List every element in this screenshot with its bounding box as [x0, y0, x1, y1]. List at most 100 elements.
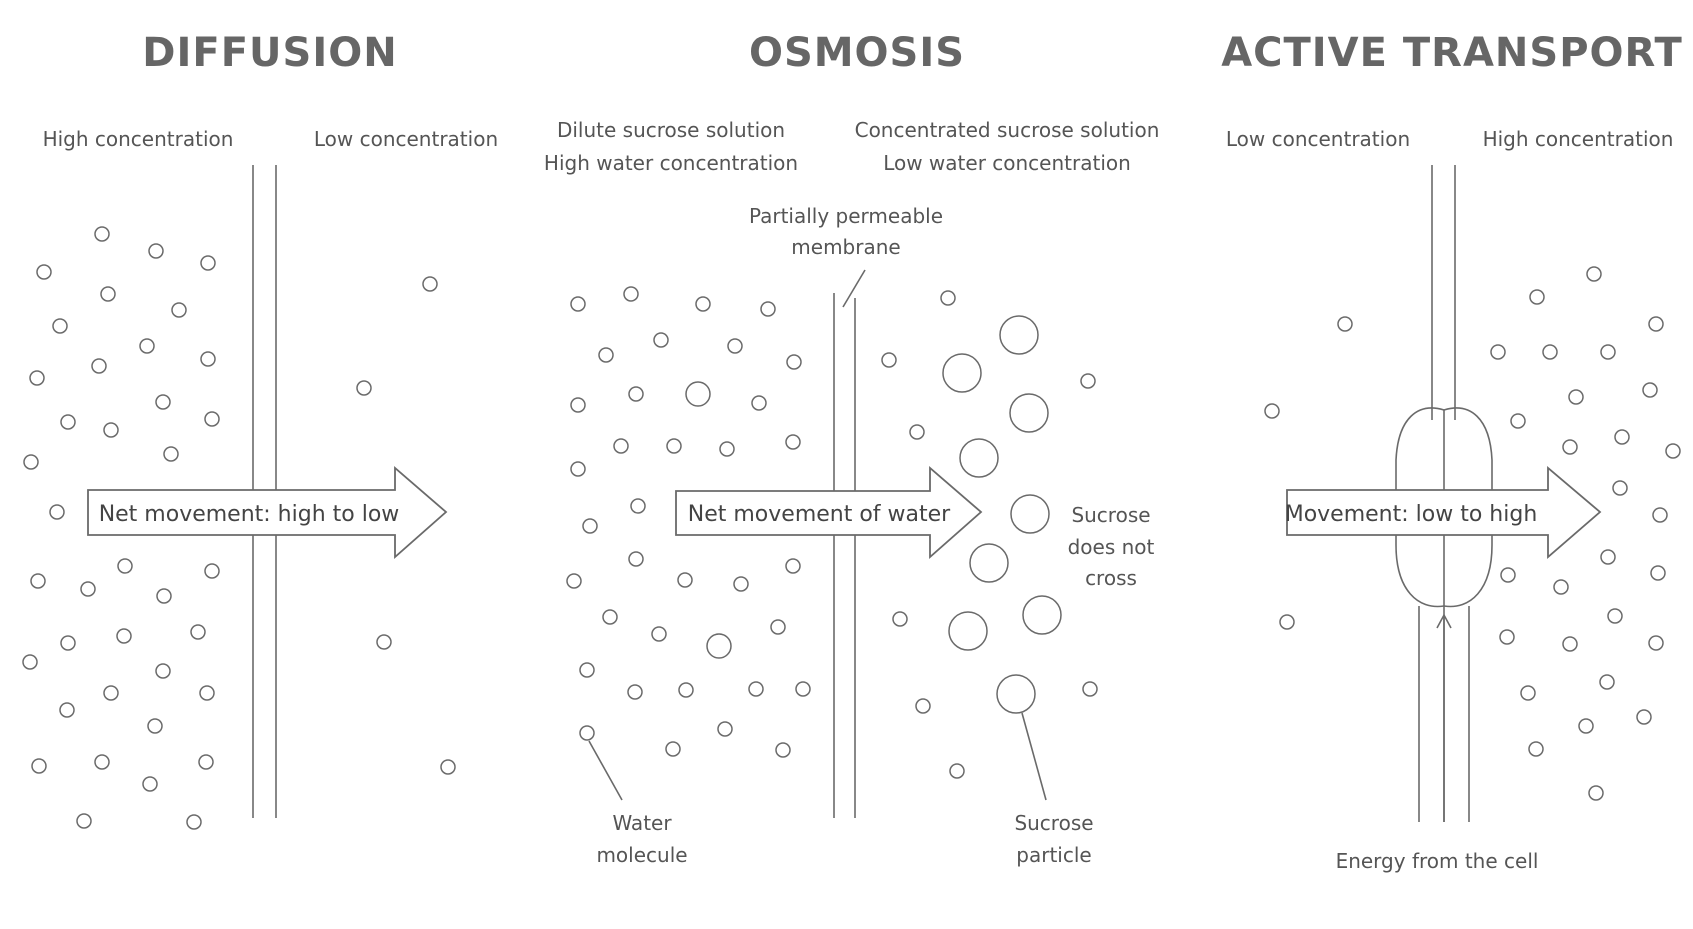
particle [1490, 344, 1506, 360]
water-molecule [665, 741, 681, 757]
particle [1528, 741, 1544, 757]
carrier-protein-left [1395, 407, 1445, 608]
diffusion-panel: DIFFUSION High concentration Low concent… [22, 30, 498, 830]
water-molecule [653, 332, 669, 348]
diffusion-left-label: High concentration [43, 127, 234, 151]
particle [198, 754, 214, 770]
particle [1614, 429, 1630, 445]
sucrose-particle [1010, 494, 1050, 534]
particle [49, 504, 65, 520]
water-molecule [695, 296, 711, 312]
water-molecule [579, 662, 595, 678]
water-molecule [628, 551, 644, 567]
active-transport-arrow [1286, 466, 1602, 559]
water-molecule [909, 424, 925, 440]
osmosis-left-label-line1: Dilute sucrose solution [557, 118, 785, 142]
particle [1279, 614, 1295, 630]
membrane-label-line1: Partially permeable [749, 204, 943, 228]
water-molecule [717, 721, 733, 737]
particle [94, 226, 110, 242]
osmosis-title: OSMOSIS [749, 30, 965, 76]
particle [94, 754, 110, 770]
particle [80, 581, 96, 597]
water-molecule [651, 626, 667, 642]
water-molecule [623, 286, 639, 302]
osmosis-arrow [675, 466, 983, 559]
sucrose-particles [685, 315, 1062, 714]
water-leader-line [588, 740, 623, 801]
particle [1500, 567, 1516, 583]
water-molecule [570, 397, 586, 413]
energy-label: Energy from the cell [1336, 849, 1539, 873]
water-molecule [892, 611, 908, 627]
particle [76, 813, 92, 829]
particle [440, 759, 456, 775]
water-label-line2: molecule [596, 843, 687, 867]
sucrose-particle [996, 674, 1036, 714]
sucrose-particle [942, 353, 982, 393]
sucrose-particle [948, 611, 988, 651]
particle [139, 338, 155, 354]
active-transport-arrow-label: Movement: low to high [1285, 502, 1538, 527]
particle [148, 243, 164, 259]
water-molecule [579, 725, 595, 741]
diffusion-arrow [87, 466, 448, 559]
water-molecule [630, 498, 646, 514]
particle [171, 302, 187, 318]
osmosis-membrane [833, 293, 856, 818]
particle [1553, 579, 1569, 595]
membrane-label-line2: membrane [791, 235, 900, 259]
particle [31, 758, 47, 774]
particle [1665, 443, 1681, 459]
water-molecule [666, 438, 682, 454]
water-molecule [613, 438, 629, 454]
water-molecule [677, 572, 693, 588]
sucrose-label-line1: Sucrose [1014, 811, 1093, 835]
water-molecule [602, 609, 618, 625]
sucrose-leader-line [1021, 712, 1047, 801]
sucrose-particle [706, 633, 732, 659]
water-label-line1: Water [612, 811, 672, 835]
particle [204, 411, 220, 427]
particle [1648, 635, 1664, 651]
particle [142, 776, 158, 792]
particle [1562, 636, 1578, 652]
particle [1578, 718, 1594, 734]
water-molecule [949, 763, 965, 779]
particle [1650, 565, 1666, 581]
water-molecule [760, 301, 776, 317]
diffusion-title: DIFFUSION [142, 30, 397, 76]
particle [1562, 439, 1578, 455]
particle [155, 663, 171, 679]
osmosis-panel: OSMOSIS Dilute sucrose solution High wat… [544, 30, 1159, 867]
particle [52, 318, 68, 334]
particle [116, 628, 132, 644]
active-transport-left-label: Low concentration [1226, 127, 1410, 151]
water-molecule [786, 354, 802, 370]
sucrose-particle [1022, 595, 1062, 635]
water-molecule [795, 681, 811, 697]
water-molecule [566, 573, 582, 589]
particle [1599, 674, 1615, 690]
particle [36, 264, 52, 280]
sucrose-particle [999, 315, 1039, 355]
water-molecule [1080, 373, 1096, 389]
water-molecules [566, 286, 1098, 779]
particle [1600, 549, 1616, 565]
particle [103, 685, 119, 701]
osmosis-arrow-label: Net movement of water [688, 502, 951, 527]
water-molecule [582, 518, 598, 534]
water-molecule [915, 698, 931, 714]
water-molecule [1082, 681, 1098, 697]
membrane-leader-line [842, 269, 866, 308]
water-molecule [881, 352, 897, 368]
particle [100, 286, 116, 302]
water-molecule [570, 461, 586, 477]
particle [1612, 480, 1628, 496]
carrier-protein-right [1443, 407, 1493, 608]
particle [163, 446, 179, 462]
particle [147, 718, 163, 734]
water-molecule [940, 290, 956, 306]
